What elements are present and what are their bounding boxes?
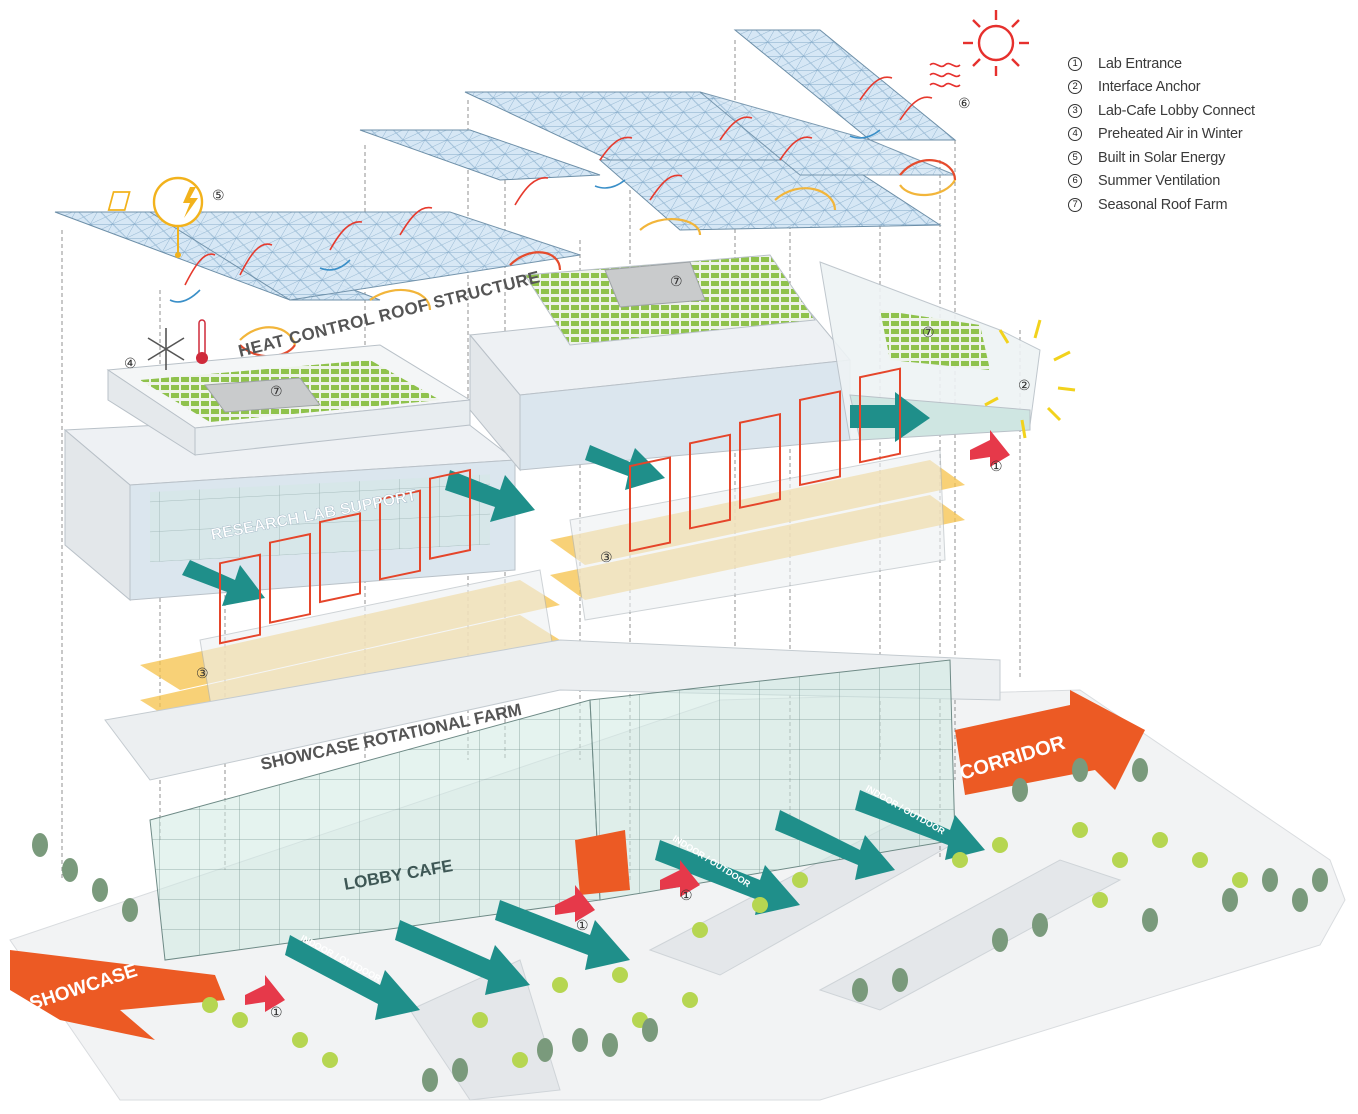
legend-number-1: 1 [1068, 56, 1082, 71]
marker-1-d: ① [270, 1004, 283, 1020]
roof-panel-6 [733, 29, 957, 141]
legend-item-2: 2 Interface Anchor [1068, 76, 1348, 100]
legend-label-4: Preheated Air in Winter [1098, 126, 1243, 143]
legend-item-6: 6 Summer Ventilation [1068, 170, 1348, 194]
marker-1-c: ① [576, 917, 589, 933]
legend-label-1: Lab Entrance [1098, 55, 1182, 72]
lab-teal-arrows [182, 392, 930, 606]
site-orange-arrows [10, 690, 1145, 1040]
research-lab-block-right [469, 254, 1041, 472]
legend-item-5: 5 Built in Solar Energy [1068, 146, 1348, 170]
rotational-farm-right [550, 367, 965, 621]
corridor-arrow [955, 690, 1145, 795]
interface-anchor-rays [984, 319, 1076, 439]
trees [32, 758, 1328, 1092]
marker-7-mid: ⑦ [670, 273, 683, 289]
legend-number-3: 3 [1068, 103, 1082, 118]
research-lab-block-left [63, 344, 517, 602]
marker-5: ⑤ [212, 187, 225, 203]
legend-item-1: 1 Lab Entrance [1068, 52, 1348, 76]
marker-4: ④ [124, 355, 137, 371]
heat-wave-icon [929, 62, 961, 88]
marker-2: ② [1018, 377, 1031, 393]
legend-label-2: Interface Anchor [1098, 79, 1201, 96]
marker-6: ⑥ [958, 95, 971, 111]
legend-item-7: 7 Seasonal Roof Farm [1068, 193, 1348, 217]
legend-item-3: 3 Lab-Cafe Lobby Connect [1068, 99, 1348, 123]
legend-label-5: Built in Solar Energy [1098, 149, 1226, 166]
showcase-arrow [10, 950, 225, 1040]
marker-1-b: ① [680, 887, 693, 903]
marker-3-a: ③ [600, 549, 613, 565]
marker-7-right: ⑦ [922, 324, 935, 340]
legend-label-6: Summer Ventilation [1098, 173, 1221, 190]
marker-7-left: ⑦ [270, 383, 283, 399]
ground-teal-arrows [285, 790, 985, 1020]
legend-number-6: 6 [1068, 174, 1082, 189]
sun-icon [963, 10, 1029, 76]
legend-number-5: 5 [1068, 150, 1082, 165]
legend-label-7: Seasonal Roof Farm [1098, 196, 1228, 213]
legend-number-2: 2 [1068, 80, 1082, 95]
legend: 1 Lab Entrance 2 Interface Anchor 3 Lab-Caf… [1068, 52, 1348, 217]
roof-panel-5 [598, 159, 942, 231]
thermometer-icon [196, 319, 208, 364]
legend-number-4: 4 [1068, 127, 1082, 142]
legend-number-7: 7 [1068, 197, 1082, 212]
roof-panel-3 [359, 129, 601, 181]
solar-energy-icon [107, 176, 204, 258]
marker-1-a: ① [990, 458, 1003, 474]
roof-structure [54, 29, 957, 301]
snowflake-icon [147, 328, 185, 370]
legend-item-4: 4 Preheated Air in Winter [1068, 123, 1348, 147]
legend-label-3: Lab-Cafe Lobby Connect [1098, 102, 1255, 119]
number-markers: ④ ⑤ ⑥ ⑦ ⑦ ⑦ ② ① ③ ③ ① ① ① [124, 95, 1031, 1020]
entrance-arrows [245, 430, 1010, 1012]
marker-3-b: ③ [196, 665, 209, 681]
airflow-arrows [169, 76, 933, 303]
roof-panel-2 [148, 211, 581, 301]
